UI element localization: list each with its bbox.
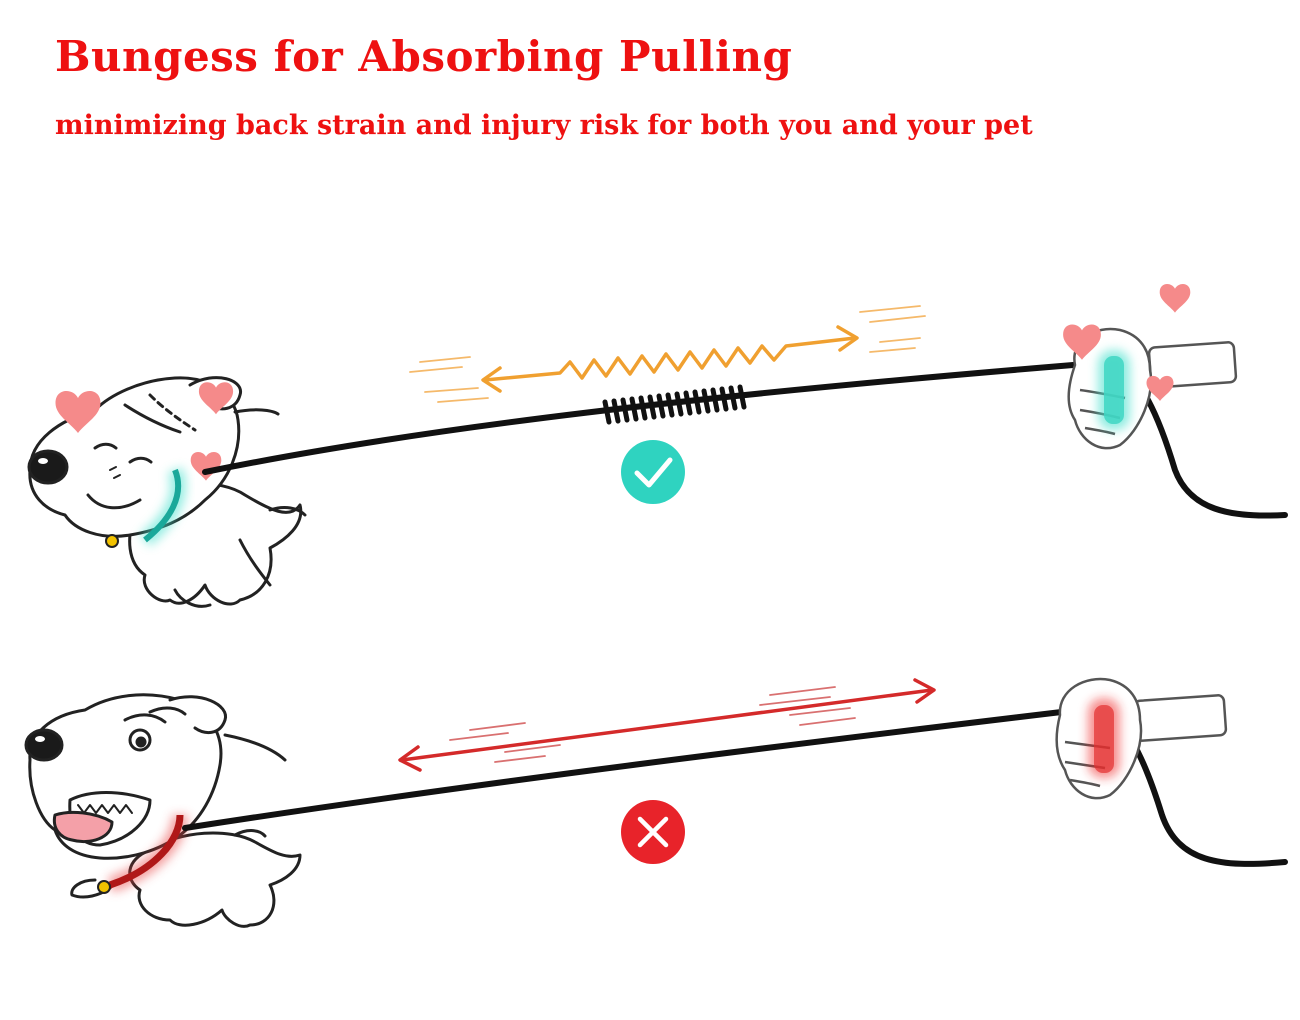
leash-bottom (182, 705, 1098, 831)
grip-glow-teal (1098, 350, 1130, 430)
grip-glow-red (1088, 698, 1120, 778)
page-title: Bungess for Absorbing Pulling (55, 32, 793, 81)
bungee-coil (602, 384, 747, 425)
dog-collar-red (97, 814, 188, 894)
panel-with-bungee (27, 284, 1288, 608)
hand-holding-leash (1055, 677, 1228, 800)
motion-lines (449, 686, 856, 763)
check-icon (621, 440, 685, 504)
spring-arrow (481, 325, 859, 393)
dog-collar-teal (105, 467, 187, 548)
leash-top (202, 359, 1113, 475)
page-subtitle: minimizing back strain and injury risk f… (55, 110, 1033, 141)
heart-icon (1159, 284, 1191, 313)
panel-without-bungee (24, 677, 1288, 928)
motion-lines (409, 305, 926, 403)
strained-dog (24, 693, 302, 928)
tension-arrow (398, 678, 936, 772)
cross-icon (621, 800, 685, 864)
